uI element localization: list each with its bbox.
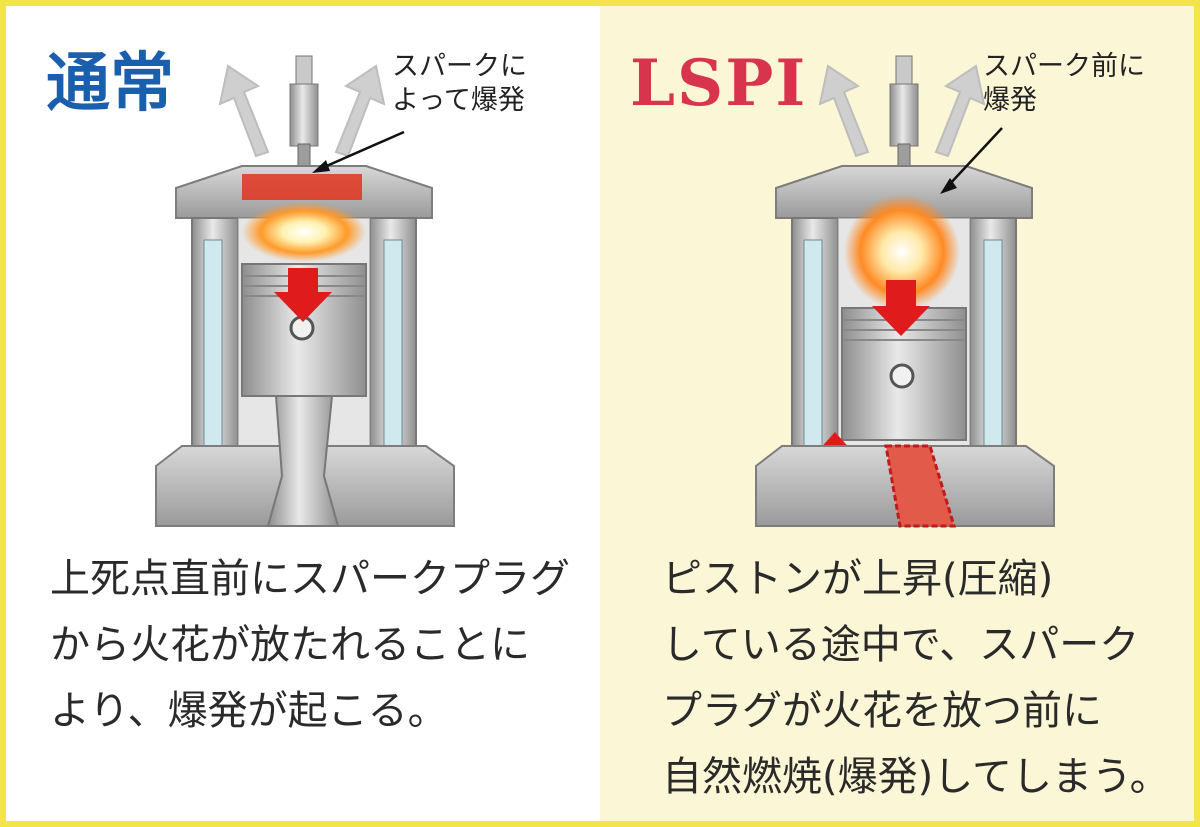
lspi-valve-arrows — [818, 64, 986, 158]
normal-callout: スパークに よって爆発 — [392, 50, 527, 118]
lspi-callout-line-2: 爆発 — [983, 85, 1037, 116]
normal-callout-line-1: スパークに — [392, 51, 527, 82]
lspi-callout-arrow — [940, 127, 1003, 194]
normal-callout-line-2: よって爆発 — [392, 85, 525, 116]
normal-heading: 通常 — [46, 46, 174, 121]
lspi-coolant-right — [983, 239, 1003, 447]
diagram-frame: 通常 スパークに よって爆発 — [6, 6, 1194, 821]
normal-connecting-rod — [266, 395, 340, 527]
normal-coolant-left — [203, 239, 223, 447]
lspi-coolant-left — [803, 239, 823, 447]
normal-spark-plug — [289, 55, 319, 173]
lspi-callout: スパーク前に 爆発 — [983, 50, 1145, 118]
normal-caption-line-1: 上死点直前にスパークプラグ — [50, 556, 570, 602]
normal-valve-arrows — [218, 64, 386, 158]
lspi-explosion — [844, 194, 960, 310]
normal-spark-flash — [242, 174, 362, 200]
normal-explosion — [242, 202, 366, 262]
panel-lspi: LSPI スパーク前に 爆発 — [600, 6, 1194, 821]
lspi-caption: ピストンが上昇(圧縮) している途中で、スパーク プラグが火花を放つ前に 自然燃… — [662, 546, 1170, 810]
lspi-caption-line-2: している途中で、スパーク — [662, 622, 1140, 668]
normal-coolant-right — [383, 239, 403, 447]
normal-engine-illustration — [155, 55, 455, 527]
normal-caption: 上死点直前にスパークプラグ から火花が放たれることに より、爆発が起こる。 — [50, 546, 570, 744]
lspi-connecting-rod — [884, 444, 957, 528]
normal-caption-line-3: より、爆発が起こる。 — [50, 688, 448, 734]
lspi-cylinder-head — [775, 165, 1033, 219]
lspi-caption-line-1: ピストンが上昇(圧縮) — [662, 556, 1054, 602]
lspi-caption-line-4: 自然燃焼(爆発)してしまう。 — [662, 754, 1170, 800]
normal-callout-arrow — [312, 130, 405, 173]
normal-caption-line-2: から火花が放たれることに — [50, 622, 530, 668]
lspi-callout-line-1: スパーク前に — [983, 51, 1145, 82]
normal-piston-arrow-down — [274, 268, 332, 322]
panel-normal: 通常 スパークに よって爆発 — [6, 6, 600, 821]
lspi-piston-arrow-down — [872, 280, 930, 336]
lspi-caption-line-3: プラグが火花を放つ前に — [662, 688, 1102, 734]
lspi-heading: LSPI — [630, 46, 808, 121]
lspi-engine-illustration — [755, 55, 1055, 528]
lspi-spark-plug — [889, 55, 919, 173]
